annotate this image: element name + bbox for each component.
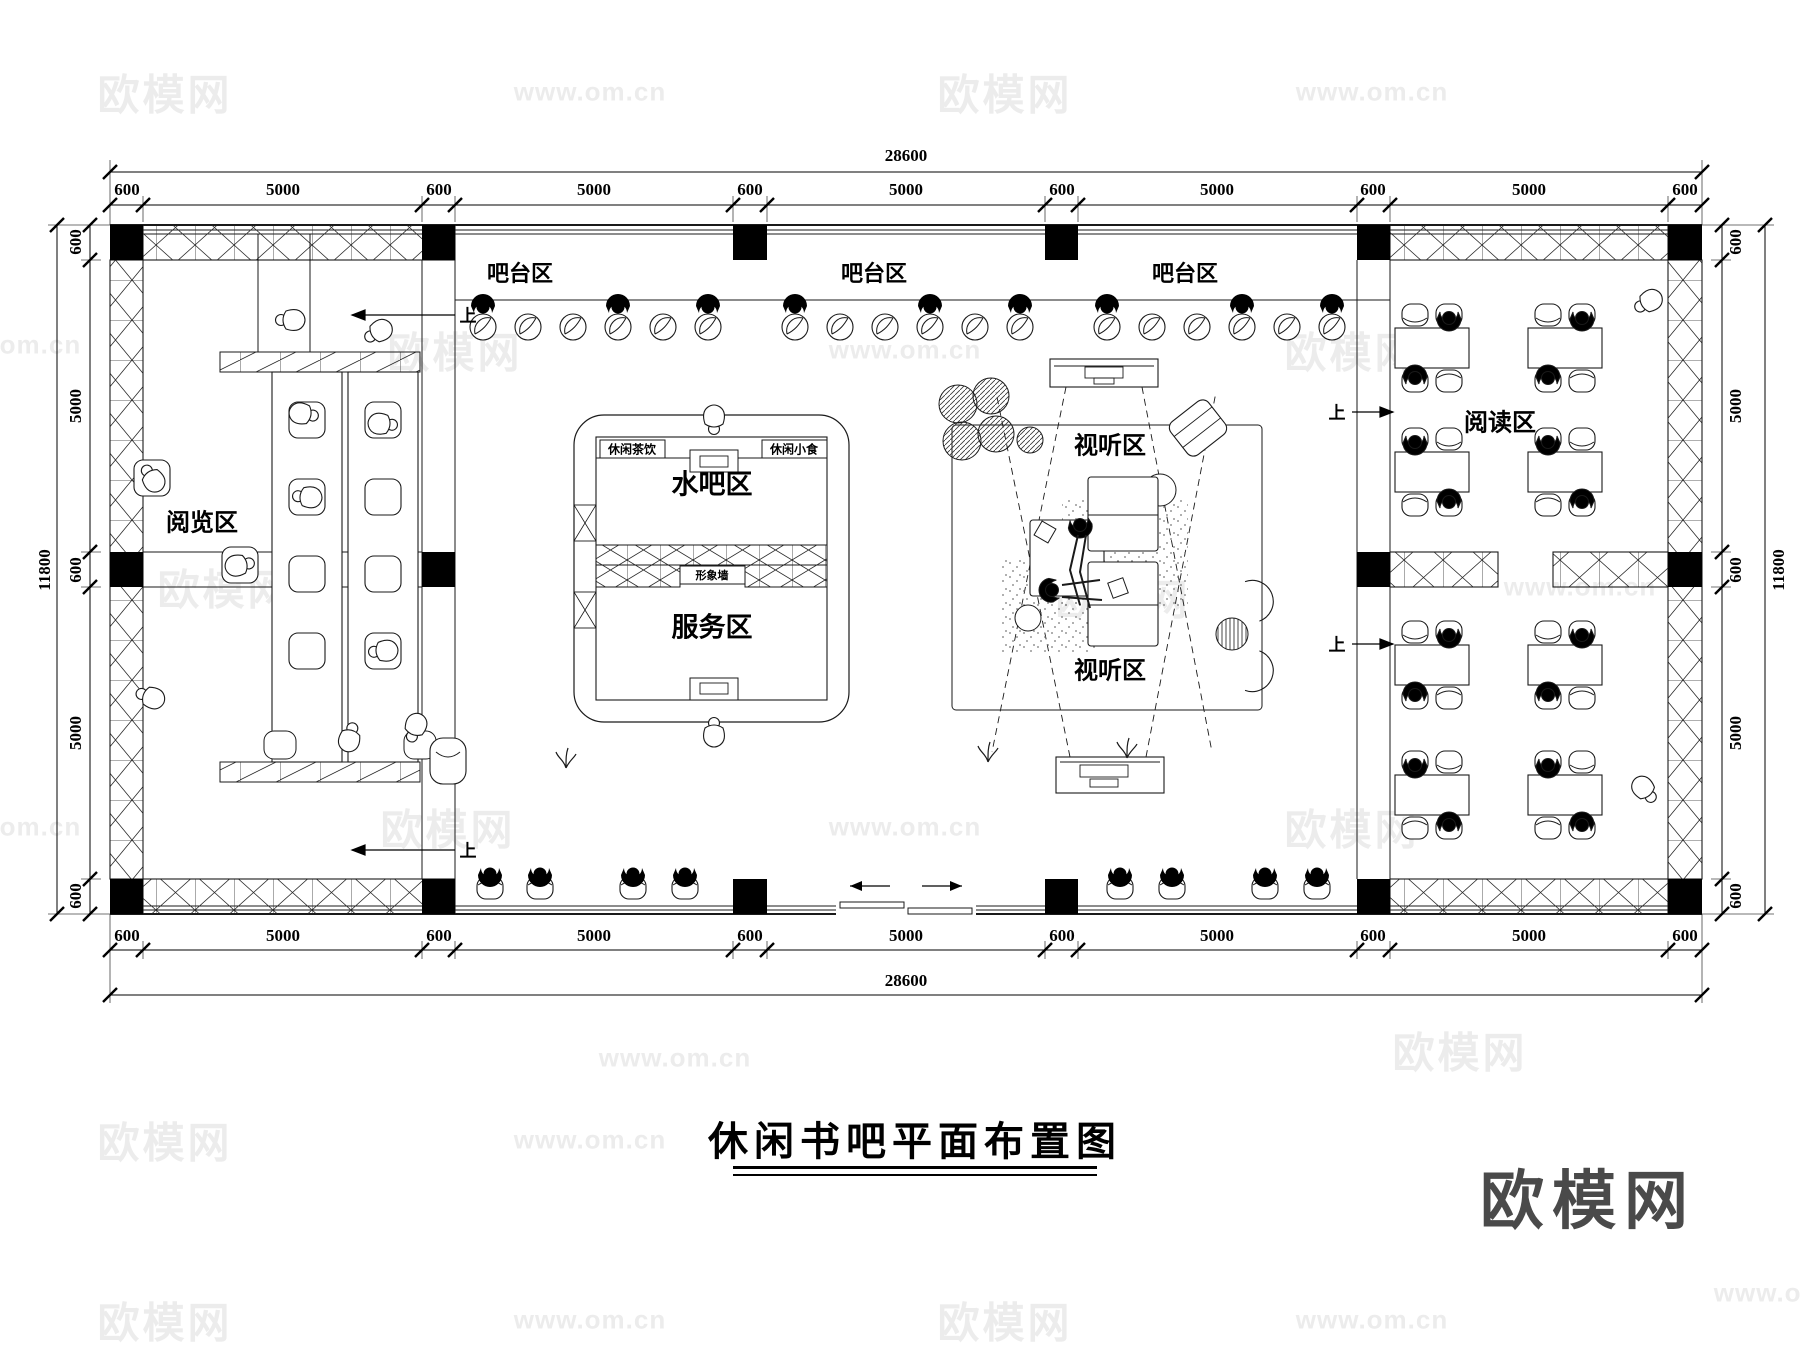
entrance-sliding-door bbox=[836, 881, 976, 916]
zone-label-av-bottom: 视听区 bbox=[1074, 657, 1146, 685]
stair-up-label-right-top: 上 bbox=[1328, 403, 1346, 423]
dim-h-seg: 600 bbox=[114, 180, 140, 199]
watermark-url: www.om.cn bbox=[0, 811, 82, 842]
watermark-url: www.om.cn bbox=[0, 329, 82, 360]
zone-label-bar-2: 吧台区 bbox=[840, 261, 908, 286]
dim-h-seg: 5000 bbox=[266, 926, 300, 945]
zone-label-service: 服务区 bbox=[671, 612, 753, 643]
dim-v-seg: 5000 bbox=[1726, 716, 1745, 750]
dim-h-seg: 600 bbox=[737, 926, 763, 945]
walls-and-shelves bbox=[109, 224, 1703, 915]
watermark-brand: 欧模网 bbox=[937, 71, 1073, 119]
title-underline-2 bbox=[733, 1174, 1097, 1176]
watermark-brand: 欧模网 bbox=[97, 1299, 233, 1347]
watermark-brand: 欧模网 bbox=[937, 1299, 1073, 1347]
dim-v-seg: 600 bbox=[66, 883, 85, 909]
dim-v-seg: 5000 bbox=[1726, 389, 1745, 423]
watermark-url: www.om.cn bbox=[1713, 1277, 1800, 1308]
service-island bbox=[573, 404, 850, 748]
dim-h-seg: 600 bbox=[737, 180, 763, 199]
dim-h-seg: 600 bbox=[114, 926, 140, 945]
zone-label-image-wall: 形象墙 bbox=[695, 570, 729, 582]
title-underline-1 bbox=[733, 1166, 1097, 1169]
dim-total-width-bottom: 28600 bbox=[884, 971, 928, 990]
zone-label-tea: 休闲茶饮 bbox=[607, 442, 657, 457]
dim-h-seg: 600 bbox=[1360, 180, 1386, 199]
dim-h-seg: 600 bbox=[426, 180, 452, 199]
watermark-url: www.om.cn bbox=[1295, 76, 1449, 107]
dim-h-seg: 5000 bbox=[1512, 180, 1546, 199]
dim-v-seg: 600 bbox=[66, 229, 85, 255]
zone-label-bar-1: 吧台区 bbox=[486, 261, 554, 286]
stair-up-label-bottom-left: 上 bbox=[459, 841, 477, 861]
zone-label-water-bar: 水吧区 bbox=[671, 469, 753, 500]
zone-label-reading: 阅读区 bbox=[1464, 409, 1536, 437]
watermark-url: www.om.cn bbox=[1295, 1304, 1449, 1335]
dim-total-height-left: 11800 bbox=[35, 549, 54, 591]
dim-h-seg: 600 bbox=[1049, 926, 1075, 945]
dim-h-seg: 600 bbox=[1360, 926, 1386, 945]
dimension-lines bbox=[48, 160, 1774, 1004]
watermark-brand: 欧模网 bbox=[97, 71, 233, 119]
dim-total-width-top: 28600 bbox=[884, 146, 928, 165]
dim-v-seg: 600 bbox=[66, 557, 85, 583]
watermark-url: www.om.cn bbox=[513, 1124, 667, 1155]
dim-h-seg: 600 bbox=[1672, 180, 1698, 199]
dim-v-seg: 5000 bbox=[66, 716, 85, 750]
structural-columns bbox=[110, 225, 1702, 914]
av-area bbox=[938, 358, 1280, 794]
dim-h-seg: 5000 bbox=[889, 180, 923, 199]
watermark-brand: 欧模网 bbox=[1392, 1029, 1528, 1077]
watermark-url: www.om.cn bbox=[598, 1042, 752, 1073]
dim-h-seg: 600 bbox=[1672, 926, 1698, 945]
watermark-brand: 欧模网 bbox=[380, 806, 516, 854]
dim-h-seg: 5000 bbox=[577, 926, 611, 945]
dim-v-seg: 5000 bbox=[66, 389, 85, 423]
zone-label-av-top: 视听区 bbox=[1074, 432, 1146, 460]
dim-v-seg: 600 bbox=[1726, 557, 1745, 583]
bottom-seating bbox=[429, 737, 1331, 900]
bar-stools bbox=[469, 294, 1346, 341]
watermark-url: www.om.cn bbox=[828, 811, 982, 842]
dim-h-seg: 5000 bbox=[1200, 180, 1234, 199]
reading-area-furniture bbox=[1394, 284, 1667, 840]
dim-v-seg: 600 bbox=[1726, 883, 1745, 909]
zone-label-bar-3: 吧台区 bbox=[1151, 261, 1219, 286]
stair-up-label-right-bottom: 上 bbox=[1328, 635, 1346, 655]
watermark-url: www.om.cn bbox=[828, 334, 982, 365]
zone-label-snack: 休闲小食 bbox=[769, 442, 819, 457]
watermark-url: www.om.cn bbox=[513, 76, 667, 107]
dim-v-seg: 600 bbox=[1726, 229, 1745, 255]
zone-label-browse: 阅览区 bbox=[166, 509, 238, 537]
dim-h-seg: 5000 bbox=[577, 180, 611, 199]
watermark-brand: 欧模网 bbox=[97, 1119, 233, 1167]
dim-total-height-right: 11800 bbox=[1769, 549, 1788, 591]
dim-h-seg: 600 bbox=[426, 926, 452, 945]
drawing-title: 休闲书吧平面布置图 bbox=[708, 1119, 1122, 1164]
dim-h-seg: 5000 bbox=[1512, 926, 1546, 945]
dim-h-seg: 600 bbox=[1049, 180, 1075, 199]
dim-h-seg: 5000 bbox=[889, 926, 923, 945]
watermark-url: www.om.cn bbox=[513, 1304, 667, 1335]
stair-up-label-top-left: 上 bbox=[459, 306, 477, 326]
browsing-area-furniture bbox=[132, 308, 437, 783]
stair-arrows bbox=[257, 234, 1395, 856]
site-logo: 欧模网 bbox=[1480, 1165, 1696, 1237]
dim-h-seg: 5000 bbox=[1200, 926, 1234, 945]
dim-h-seg: 5000 bbox=[266, 180, 300, 199]
